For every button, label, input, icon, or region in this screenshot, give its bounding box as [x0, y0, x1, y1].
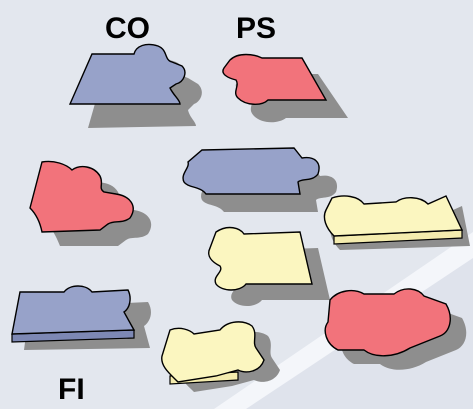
yellow-center-piece: [208, 226, 330, 306]
red-left-piece-body: [29, 160, 134, 233]
label-ps: PS: [236, 12, 277, 45]
red-bottom-right-piece-body: [324, 288, 451, 357]
yellow-center-piece-body: [208, 226, 313, 291]
red-left-piece: [29, 160, 152, 246]
ps-piece-body: [222, 53, 328, 105]
blue-center-piece-body: [182, 147, 320, 195]
yellow-right-piece-body: [323, 195, 464, 237]
co-piece: [68, 43, 202, 128]
fi-piece-body: [11, 285, 136, 335]
label-co: CO: [105, 12, 150, 45]
blue-center-piece: [182, 147, 338, 212]
yellow-right-piece: [323, 195, 470, 250]
ps-piece: [222, 53, 348, 123]
yellow-bottom-piece: [161, 321, 280, 392]
label-fi: FI: [58, 373, 85, 406]
fi-piece: [11, 285, 151, 350]
co-piece-body: [68, 43, 186, 105]
red-bottom-right-piece: [324, 288, 467, 370]
yellow-bottom-piece-body: [161, 321, 265, 383]
